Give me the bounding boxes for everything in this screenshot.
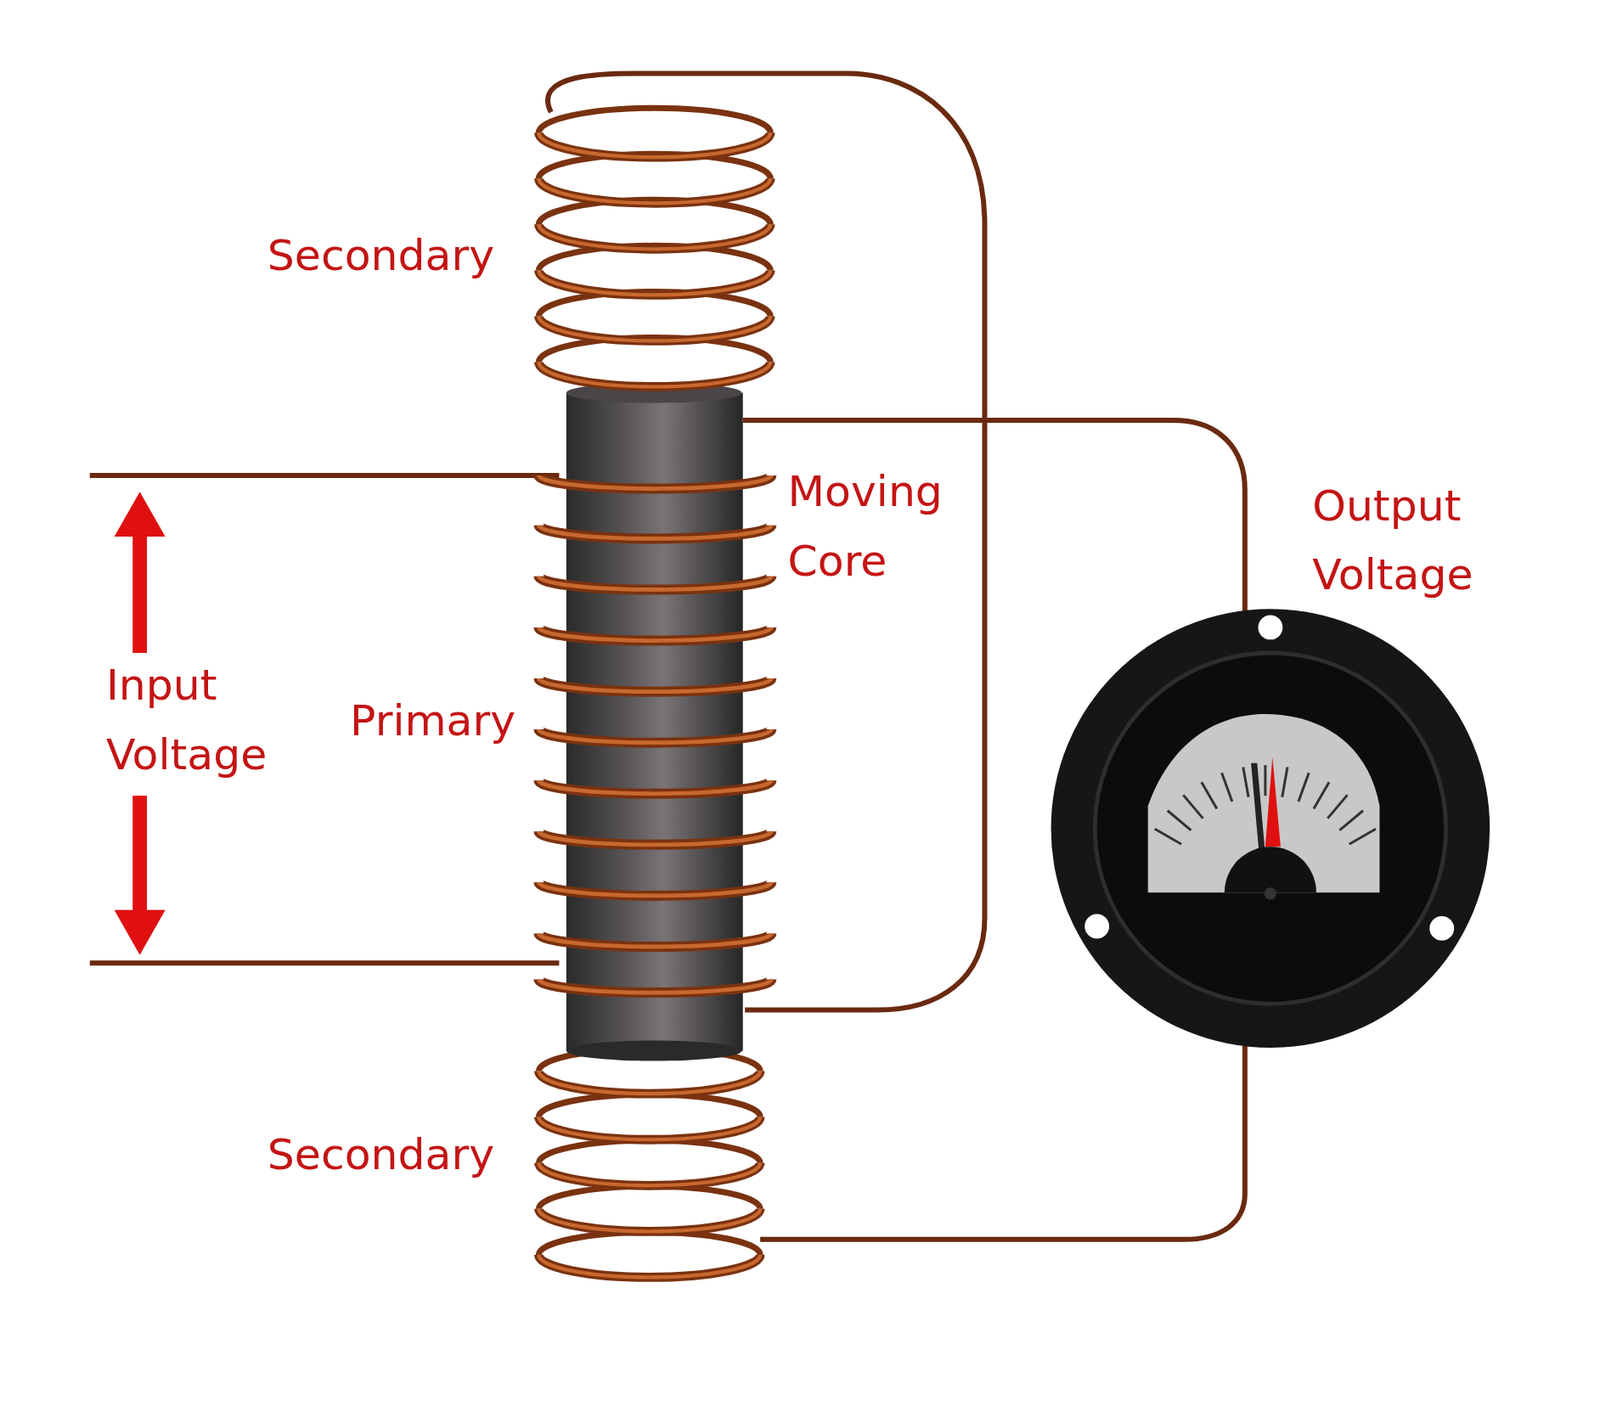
secondary-coils: [538, 132, 771, 1278]
part-label: Secondary: [267, 221, 495, 292]
part-label: Primary: [349, 687, 516, 757]
input-arrows: [114, 491, 166, 955]
part-label: Secondary: [267, 1120, 495, 1190]
primary-coil: [538, 475, 772, 993]
part-label: Input Voltage: [106, 651, 267, 790]
part-label: Moving Core: [788, 456, 943, 596]
input-wires: [90, 475, 560, 964]
coil-back: [538, 107, 771, 1256]
part-label: Output Voltage: [1312, 471, 1473, 610]
meter: [1051, 608, 1491, 1048]
